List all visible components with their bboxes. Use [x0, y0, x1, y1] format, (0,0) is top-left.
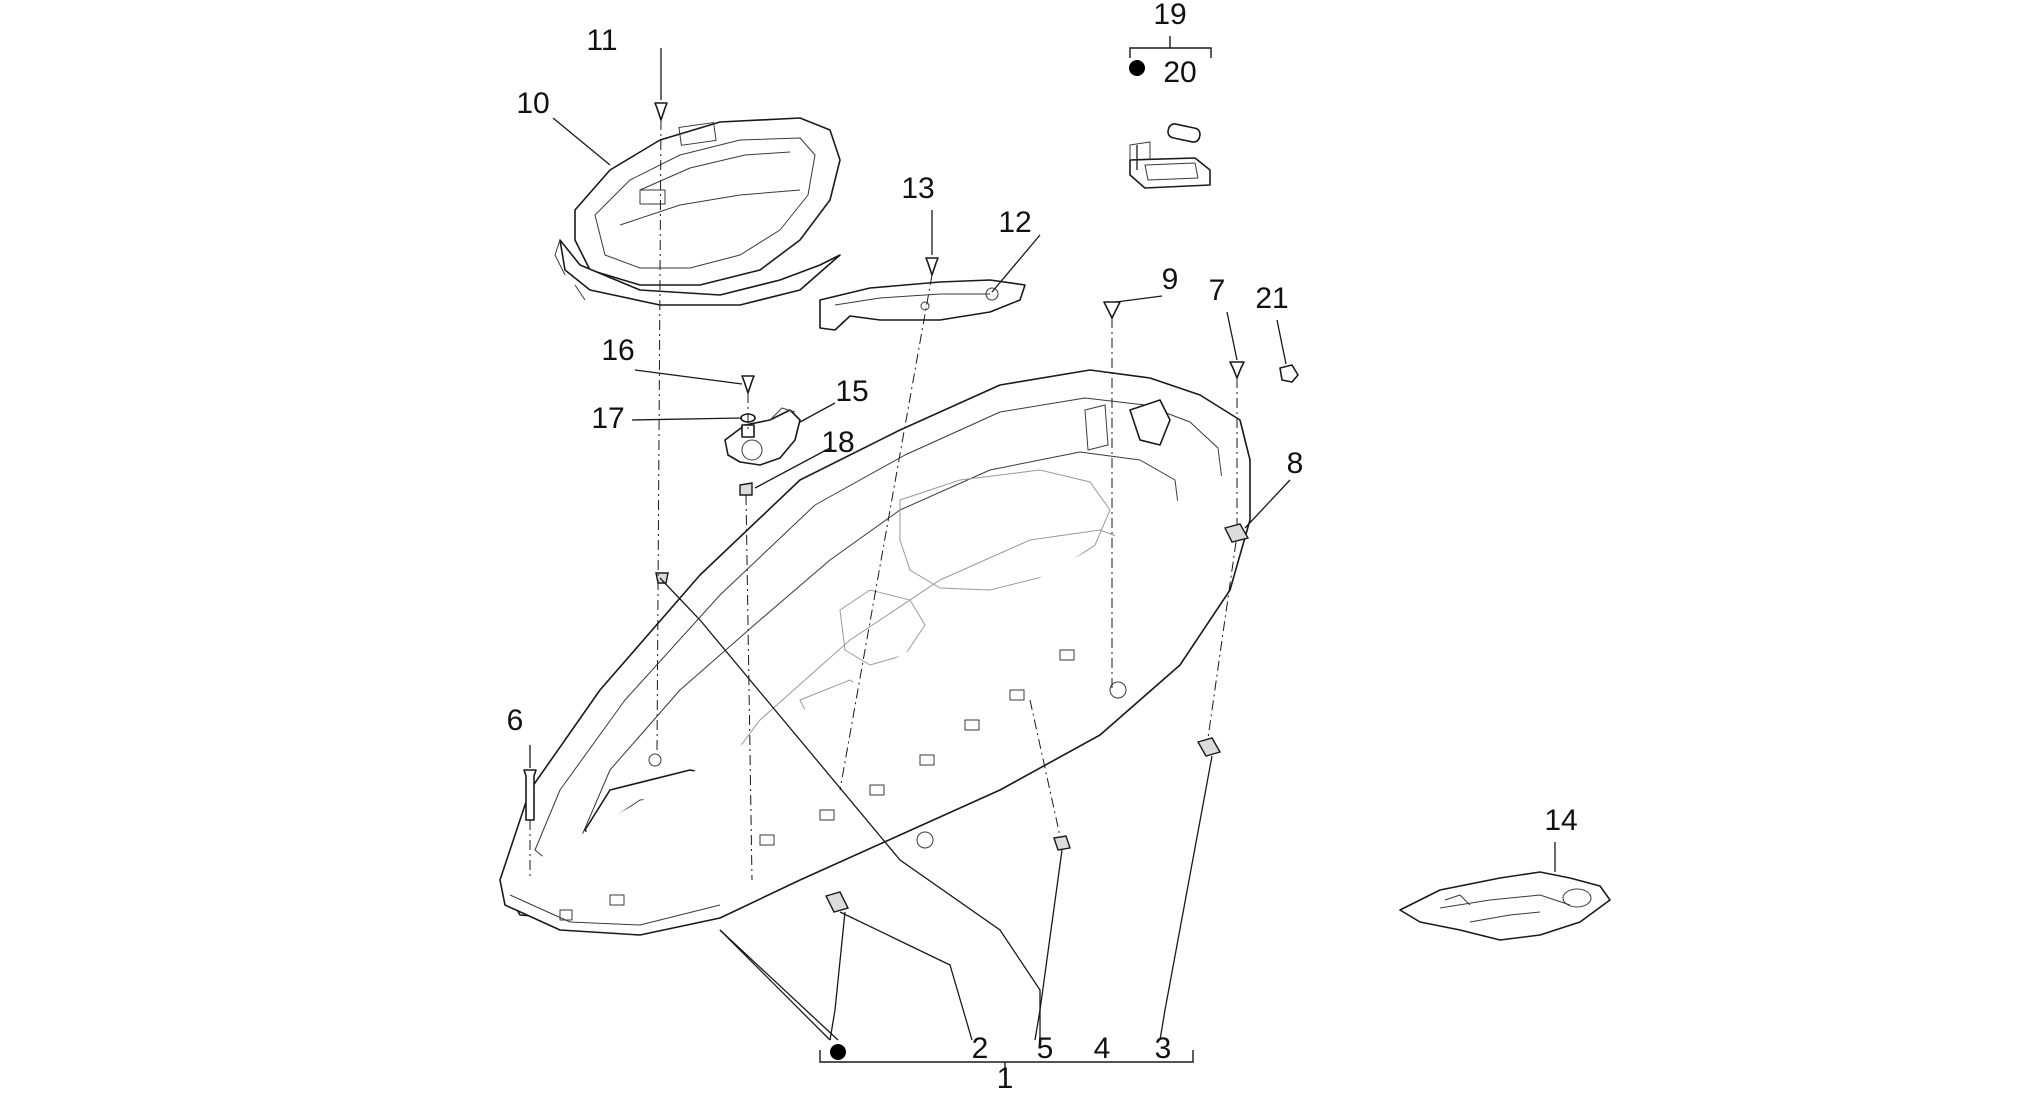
callout-6: 6 [507, 704, 524, 737]
group-brackets [819, 36, 1212, 1076]
rear-bracket [819, 279, 1026, 331]
callout-8: 8 [1287, 447, 1304, 480]
callout-10: 10 [516, 87, 549, 120]
callout-18: 18 [821, 426, 854, 459]
compartment-cover [554, 117, 841, 306]
callout-16: 16 [601, 334, 634, 367]
callout-9: 9 [1162, 263, 1179, 296]
kit-marker-dot-19 [1129, 60, 1145, 76]
callout-5: 5 [1037, 1032, 1054, 1065]
callout-labels: 11 10 19 20 13 12 9 7 21 16 15 17 18 8 6… [507, 0, 1578, 1095]
callout-11: 11 [586, 24, 617, 57]
kit-marker-dot-1 [830, 1044, 846, 1060]
helmet-compartment-bin [499, 369, 1251, 936]
callout-2: 2 [972, 1032, 989, 1065]
callout-3: 3 [1155, 1032, 1172, 1065]
fasteners [523, 102, 1299, 913]
callout-4: 4 [1094, 1032, 1111, 1065]
small-box-kit [1129, 123, 1211, 189]
callout-7: 7 [1209, 274, 1226, 307]
callout-14: 14 [1544, 804, 1577, 837]
callout-13: 13 [901, 172, 934, 205]
callout-21: 21 [1255, 282, 1288, 315]
callout-17: 17 [591, 402, 624, 435]
assembly-centerlines [529, 119, 1238, 881]
tool-kit-bag [1399, 871, 1611, 941]
seat-latch-assembly [724, 407, 801, 496]
callout-19: 19 [1153, 0, 1186, 31]
callout-12: 12 [998, 206, 1031, 239]
leader-lines [529, 48, 1556, 1041]
callout-15: 15 [835, 375, 868, 408]
callout-20: 20 [1163, 56, 1196, 89]
callout-1: 1 [997, 1062, 1014, 1095]
